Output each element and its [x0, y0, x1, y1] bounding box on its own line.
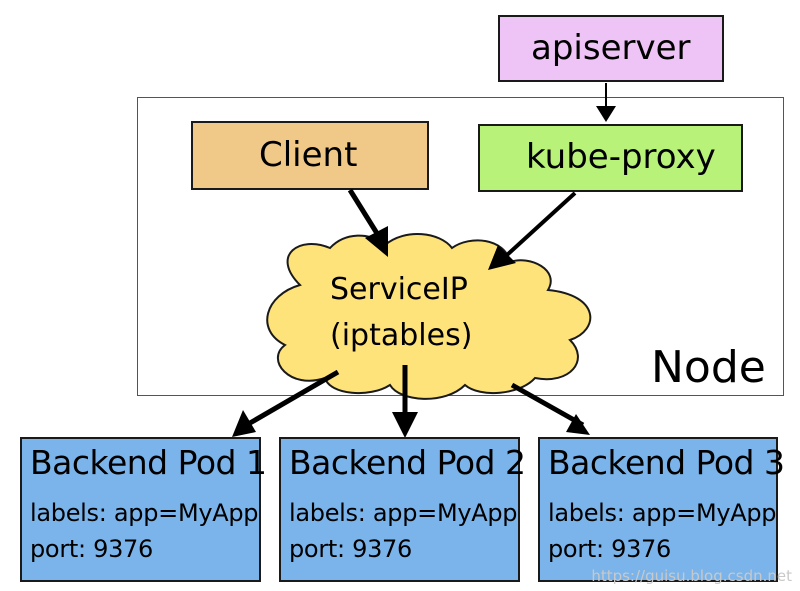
backend-pod-1: Backend Pod 1 labels: app=MyApp port: 93…: [20, 437, 267, 582]
pod-title: Backend Pod 3: [548, 443, 785, 482]
pod-labels: labels: app=MyApp: [548, 499, 777, 527]
arrowhead-service-to-pod-1: [232, 410, 256, 437]
arrow-service-to-pod-1: [248, 369, 340, 426]
pod-port: port: 9376: [548, 535, 671, 563]
arrowhead-service-to-pod-2: [392, 412, 418, 438]
pod-title: Backend Pod 1: [30, 443, 267, 482]
node-label: Node: [651, 342, 766, 393]
arrowhead-kube-proxy-to-service: [488, 245, 516, 270]
serviceip-label: ServiceIP: [330, 272, 468, 307]
pod-labels: labels: app=MyApp: [30, 499, 259, 527]
arrow-service-to-pod-3: [510, 382, 585, 428]
arrow-kube-proxy-to-service: [505, 191, 577, 257]
apiserver-label: apiserver: [531, 28, 691, 68]
arrow-client-to-service: [347, 188, 381, 237]
client-box: Client: [191, 121, 429, 190]
kube-proxy-label: kube-proxy: [526, 137, 716, 177]
arrowhead-apiserver-to-kube-proxy: [596, 106, 616, 122]
pod-port: port: 9376: [289, 535, 412, 563]
serviceip-cloud: [266, 233, 592, 400]
watermark: https://guisu.blog.csdn.net: [591, 567, 792, 585]
arrowhead-service-to-pod-3: [566, 414, 590, 435]
client-label: Client: [259, 135, 358, 175]
iptables-label: (iptables): [330, 318, 473, 353]
backend-pod-2: Backend Pod 2 labels: app=MyApp port: 93…: [279, 437, 526, 582]
apiserver-box: apiserver: [498, 15, 724, 82]
pod-port: port: 9376: [30, 535, 153, 563]
pod-labels: labels: app=MyApp: [289, 499, 518, 527]
kube-proxy-box: kube-proxy: [478, 124, 743, 192]
arrowhead-client-to-service: [365, 226, 388, 257]
backend-pod-3: Backend Pod 3 labels: app=MyApp port: 93…: [538, 437, 785, 582]
pod-title: Backend Pod 2: [289, 443, 526, 482]
